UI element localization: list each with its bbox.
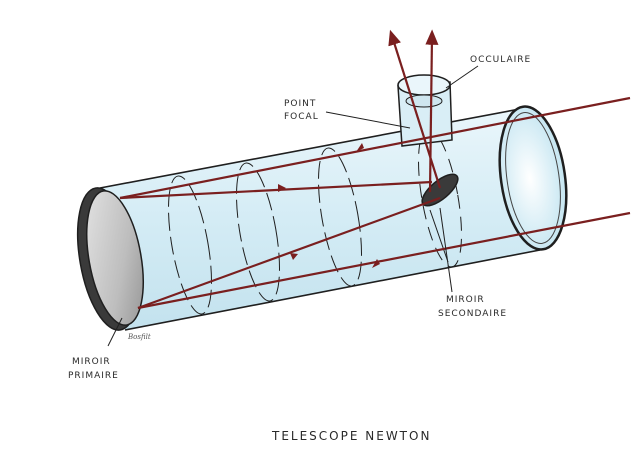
baffle-ring-3	[318, 147, 362, 287]
reflected-ray-bottom	[137, 196, 441, 310]
label-secondary-line1: MIROIR	[446, 295, 485, 305]
tube-bottom-edge	[124, 249, 541, 331]
label-eyepiece: OCCULAIRE	[470, 55, 531, 65]
label-focal-point-line1: POINT	[284, 99, 316, 109]
diagram-title: TELESCOPE NEWTON	[271, 429, 431, 443]
tube-top-edge	[99, 107, 526, 189]
reflected-ray-top	[119, 180, 433, 200]
eyepiece-ray-right	[425, 29, 439, 193]
ray-arrow-4	[356, 143, 364, 152]
eyepiece-ray-left	[388, 29, 442, 189]
label-focal-point-line2: FOCAL	[284, 112, 319, 122]
primary-mirror	[86, 190, 144, 326]
incoming-ray-bottom	[137, 211, 631, 310]
tube-open-end	[498, 105, 568, 251]
ray-arrow-2	[290, 253, 298, 260]
baffle-ring-1	[168, 175, 212, 315]
baffle-ring-2	[236, 162, 280, 302]
callout-focal-point	[325, 111, 411, 129]
ray-arrow-3	[372, 259, 380, 268]
artist-signature: Bosfilt	[127, 333, 151, 341]
callout-eyepiece	[445, 65, 479, 89]
label-primary-line2: PRIMAIRE	[68, 371, 119, 381]
tube-open-end-inner	[505, 112, 561, 244]
ray-arrow-1	[278, 184, 286, 192]
incoming-ray-top	[119, 96, 631, 200]
callout-secondary	[439, 207, 453, 293]
label-secondary-line2: SECONDAIRE	[438, 309, 507, 319]
secondary-spider	[429, 209, 449, 263]
label-primary-line1: MIROIR	[72, 357, 111, 367]
eyepiece-lens	[405, 94, 443, 108]
light-rays	[119, 29, 631, 310]
callout-primary	[107, 317, 123, 347]
